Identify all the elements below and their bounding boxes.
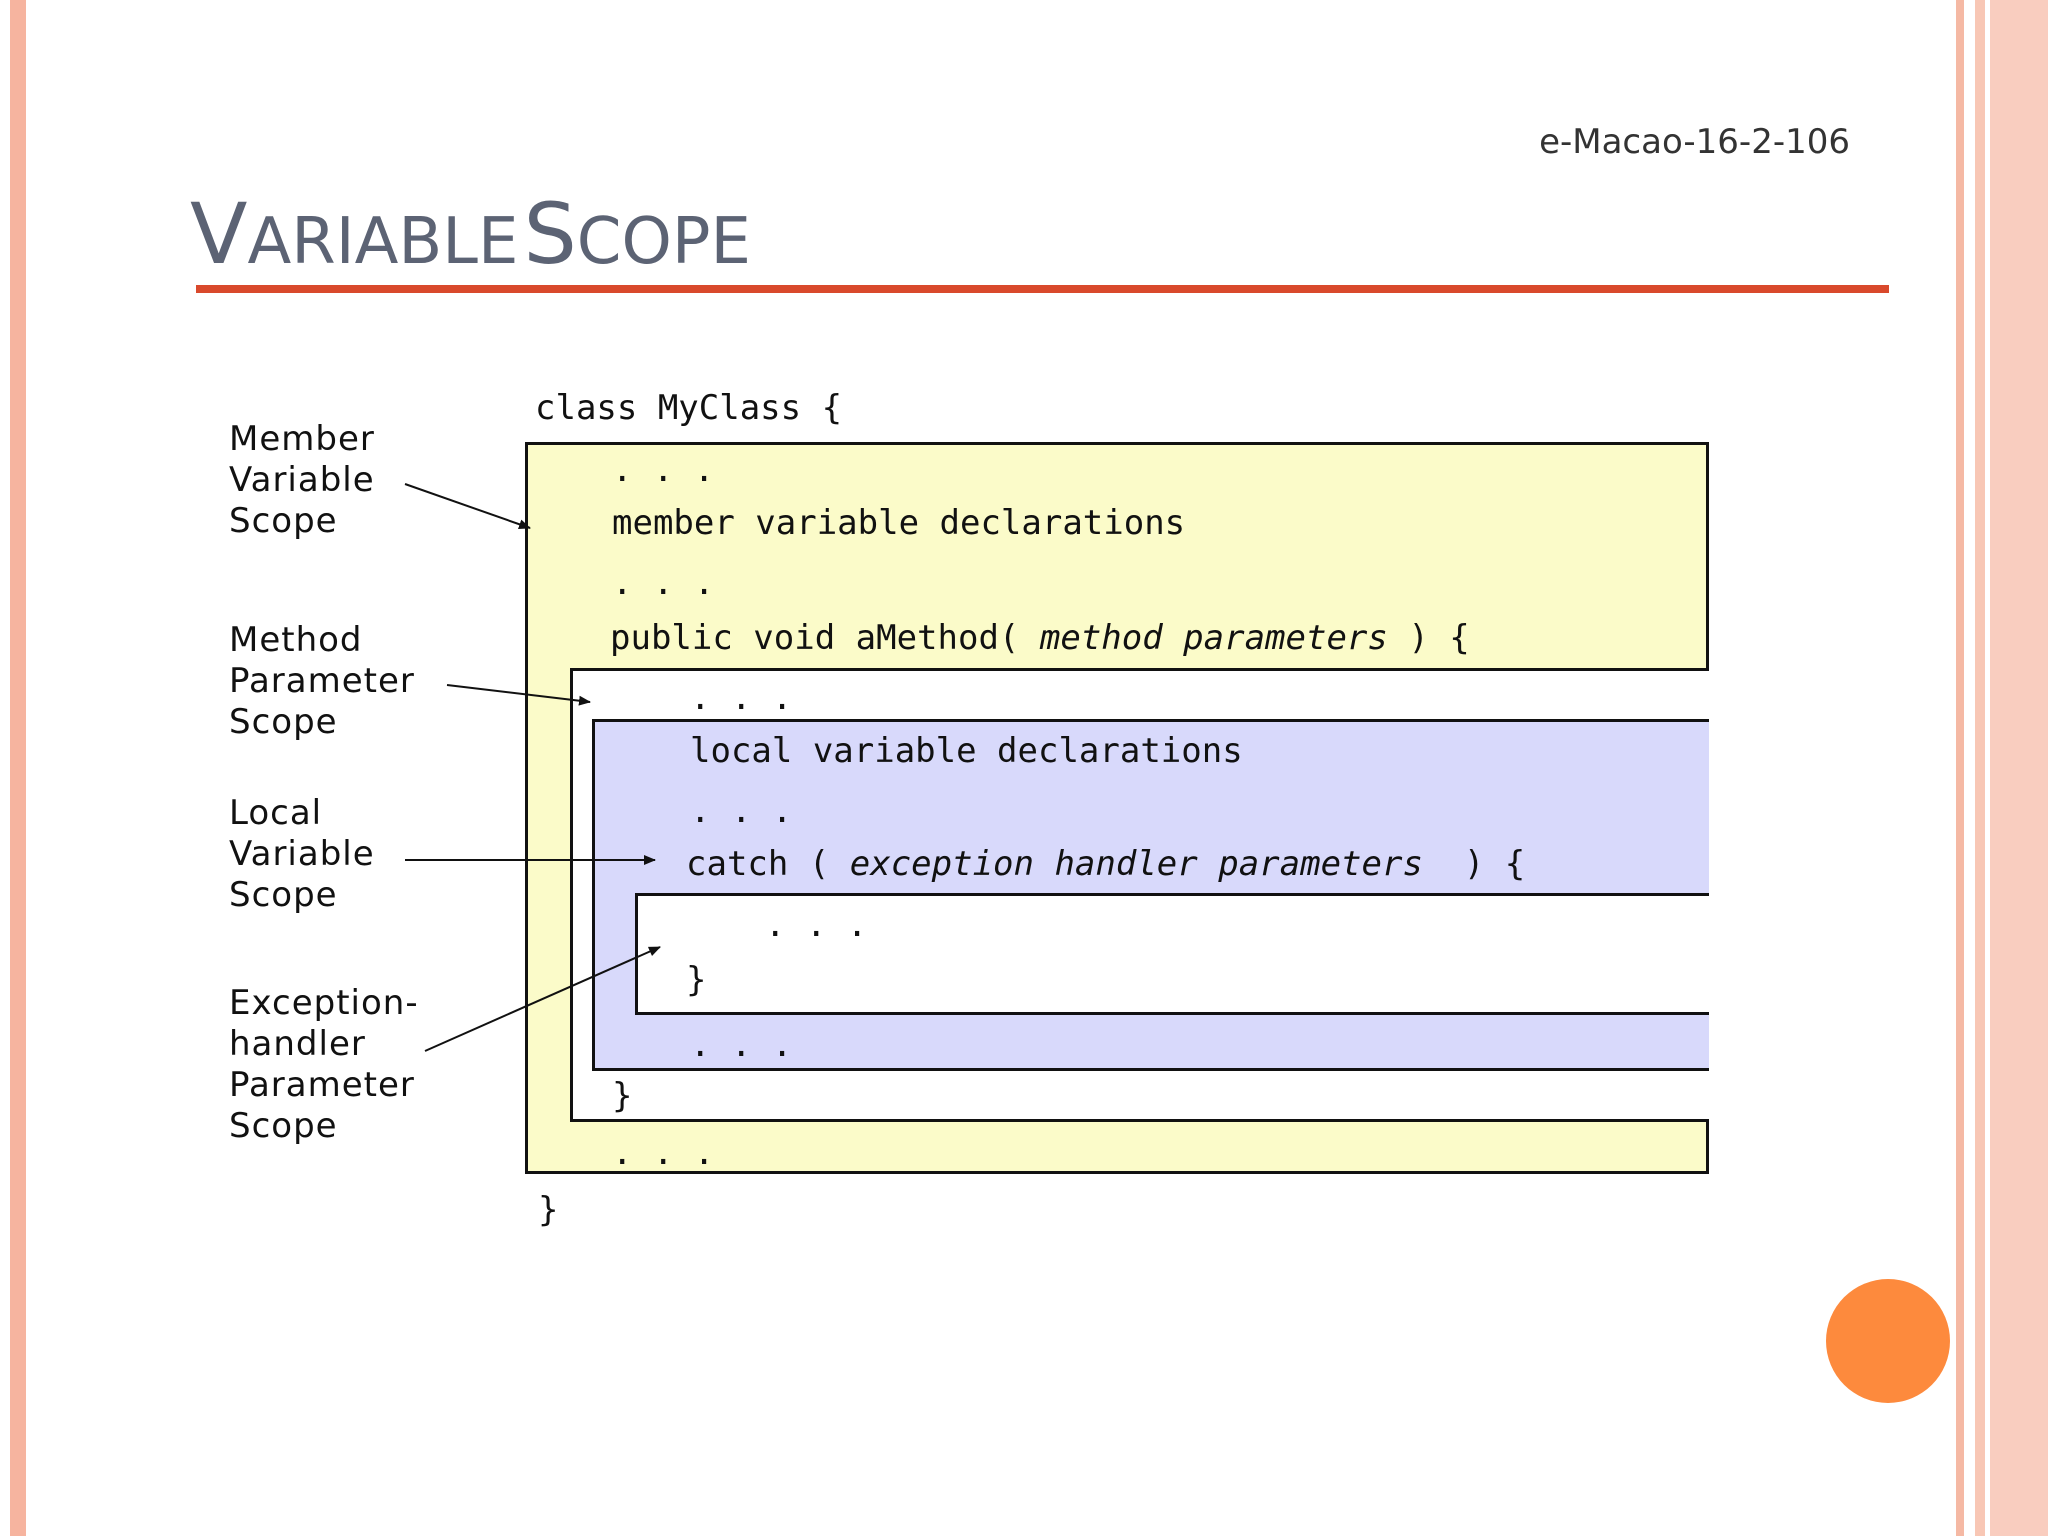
code-exception-handler-parameters: exception handler parameters bbox=[849, 844, 1423, 884]
right-border-stripe bbox=[1990, 0, 2048, 1536]
label-line: Parameter bbox=[229, 1065, 415, 1105]
code-method-close: } bbox=[612, 1076, 633, 1116]
handler-scope-box bbox=[635, 893, 1709, 1015]
code-member-declarations: member variable declarations bbox=[612, 503, 1186, 543]
code-dots: . . . bbox=[765, 905, 868, 945]
code-dots: . . . bbox=[690, 791, 793, 831]
code-method-signature: public void aMethod( method parameters )… bbox=[610, 618, 1470, 658]
label-line: Exception- bbox=[229, 983, 419, 1023]
code-dots: . . . bbox=[690, 1025, 793, 1065]
title-initial: S bbox=[523, 185, 577, 283]
code-class-open: class MyClass { bbox=[535, 388, 843, 428]
slide-id: e-Macao-16-2-106 bbox=[1539, 122, 1850, 162]
label-method-parameter-scope: Method Parameter Scope bbox=[229, 620, 415, 743]
label-line: Variable bbox=[229, 834, 375, 874]
code-fragment: public void aMethod( bbox=[610, 618, 1040, 658]
exception-scope-arrow bbox=[424, 946, 661, 1052]
method-scope-arrow bbox=[446, 684, 591, 706]
label-local-variable-scope: Local Variable Scope bbox=[229, 793, 375, 916]
code-local-declarations: local variable declarations bbox=[690, 731, 1243, 771]
code-dots: . . . bbox=[612, 563, 715, 603]
label-line: handler bbox=[229, 1024, 366, 1064]
code-fragment: ) { bbox=[1422, 844, 1526, 884]
code-class-close: } bbox=[538, 1190, 559, 1230]
code-fragment: ) { bbox=[1387, 618, 1470, 658]
code-dots: . . . bbox=[612, 450, 715, 490]
label-line: Parameter bbox=[229, 661, 415, 701]
label-line: Scope bbox=[229, 702, 338, 742]
title-word: COPE bbox=[576, 205, 751, 279]
slide-title: VARIABLE SCOPE bbox=[190, 192, 751, 276]
title-initial: V bbox=[190, 185, 248, 283]
label-line: Scope bbox=[229, 501, 338, 541]
title-word: ARIABLE bbox=[247, 205, 519, 279]
title-underline bbox=[196, 285, 1889, 293]
label-line: Member bbox=[229, 419, 375, 459]
label-line: Local bbox=[229, 793, 323, 833]
member-scope-arrow bbox=[404, 483, 531, 530]
code-catch-clause: catch ( exception handler parameters ) { bbox=[686, 844, 1525, 884]
left-border-stripe bbox=[10, 0, 26, 1536]
code-catch-close: } bbox=[686, 960, 707, 1000]
code-dots: . . . bbox=[612, 1133, 715, 1173]
label-line: Scope bbox=[229, 875, 338, 915]
code-method-parameters: method parameters bbox=[1039, 618, 1388, 658]
code-fragment: catch ( bbox=[686, 844, 850, 884]
label-line: Method bbox=[229, 620, 363, 660]
label-line: Scope bbox=[229, 1106, 338, 1146]
code-dots: . . . bbox=[690, 678, 793, 718]
label-exception-handler-scope: Exception- handler Parameter Scope bbox=[229, 983, 419, 1147]
right-border-stripe bbox=[1956, 0, 1964, 1536]
right-border-stripe bbox=[1975, 0, 1985, 1536]
label-line: Variable bbox=[229, 460, 375, 500]
label-member-scope: Member Variable Scope bbox=[229, 419, 375, 542]
accent-circle bbox=[1826, 1279, 1950, 1403]
